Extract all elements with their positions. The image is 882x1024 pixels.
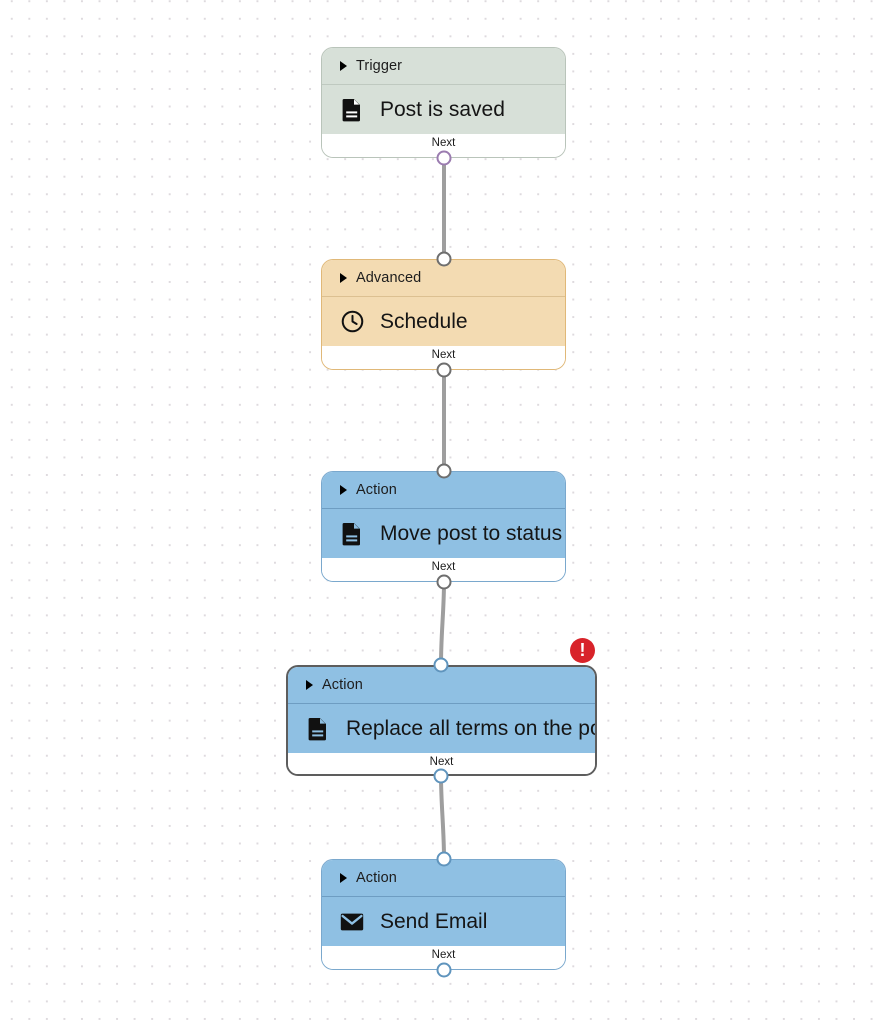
document-icon (306, 716, 330, 742)
node-title: Schedule (380, 309, 468, 333)
clock-icon (340, 309, 364, 335)
node-header[interactable]: Action (288, 667, 595, 703)
workflow-node-trigger[interactable]: Trigger Post is saved Next (321, 47, 566, 166)
document-icon (340, 521, 364, 547)
node-type-label: Action (322, 677, 363, 693)
node-footer[interactable]: Next (322, 346, 565, 369)
document-icon (340, 97, 364, 123)
node-title: Send Email (380, 909, 488, 933)
envelope-icon (340, 909, 364, 935)
node-divider (322, 84, 565, 85)
output-port[interactable] (436, 150, 451, 166)
error-badge-symbol: ! (579, 640, 586, 660)
input-port[interactable] (436, 463, 451, 479)
node-title: Post is saved (380, 97, 505, 121)
output-port[interactable] (436, 362, 451, 378)
node-body[interactable]: Replace all terms on the post (288, 704, 595, 753)
workflow-node-action-replace-terms[interactable]: Action Replace all terms on the post Nex… (286, 657, 597, 784)
workflow-node-action-send-email[interactable]: Action Send Email Next (321, 851, 566, 978)
input-port[interactable] (436, 851, 451, 867)
node-footer[interactable]: Next (322, 558, 565, 581)
node-footer[interactable]: Next (322, 946, 565, 969)
node-header[interactable]: Trigger (322, 48, 565, 84)
node-body[interactable]: Schedule (322, 297, 565, 346)
node-type-label: Action (356, 482, 397, 498)
next-label: Next (431, 561, 456, 573)
chevron-right-icon[interactable] (340, 485, 347, 495)
node-body[interactable]: Send Email (322, 897, 565, 946)
node-divider (322, 508, 565, 509)
next-label: Next (431, 137, 456, 149)
node-footer[interactable]: Next (288, 753, 595, 774)
node-divider (322, 896, 565, 897)
node-body[interactable]: Post is saved (322, 85, 565, 134)
node-type-label: Trigger (356, 58, 403, 74)
output-port[interactable] (436, 962, 451, 978)
node-title: Move post to status (380, 521, 563, 545)
edge-action1-to-action2 (439, 580, 446, 666)
node-title: Replace all terms on the post (346, 716, 597, 740)
next-label: Next (431, 349, 456, 361)
node-divider (288, 703, 595, 704)
node-body[interactable]: Move post to status (322, 509, 565, 558)
output-port[interactable] (436, 574, 451, 590)
chevron-right-icon[interactable] (306, 680, 313, 690)
input-port[interactable] (436, 251, 451, 267)
chevron-right-icon[interactable] (340, 873, 347, 883)
chevron-right-icon[interactable] (340, 61, 347, 71)
error-badge[interactable]: ! (570, 638, 595, 663)
workflow-node-advanced[interactable]: Advanced Schedule Next (321, 251, 566, 378)
node-type-label: Action (356, 870, 397, 886)
node-divider (322, 296, 565, 297)
next-label: Next (429, 756, 454, 768)
node-footer[interactable]: Next (322, 134, 565, 157)
chevron-right-icon[interactable] (340, 273, 347, 283)
workflow-node-action-move-post[interactable]: Action Move post to status Next (321, 463, 566, 590)
next-label: Next (431, 949, 456, 961)
edge-action2-to-action3 (439, 774, 446, 860)
node-type-label: Advanced (356, 270, 422, 286)
input-port[interactable] (433, 657, 449, 673)
output-port[interactable] (433, 768, 449, 784)
